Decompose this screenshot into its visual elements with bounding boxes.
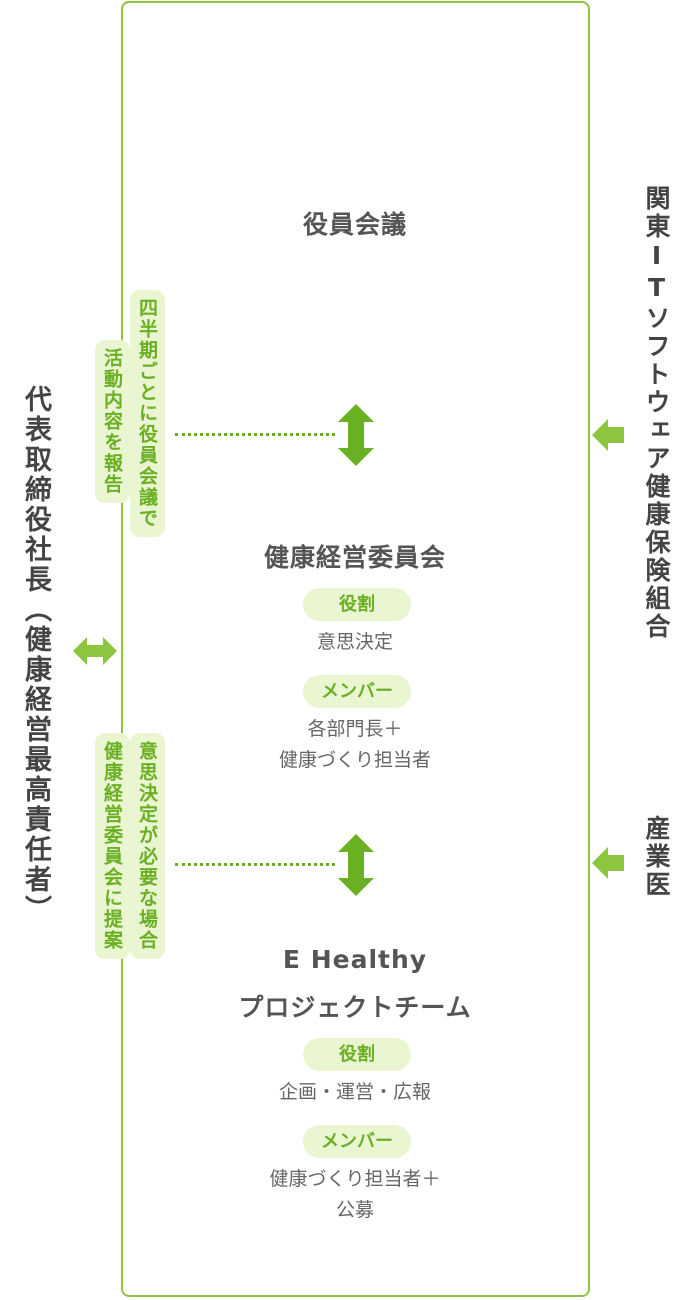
upper-dotted-connector xyxy=(175,433,335,436)
project-title-line2: プロジェクトチーム xyxy=(238,993,472,1022)
committee-member-text: 各部門長＋ 健康づくり担当者 xyxy=(122,714,588,776)
upper-note-line1: 四半期ごとに役員会議で xyxy=(130,290,165,537)
project-title-line1: E Healthy xyxy=(282,945,428,974)
arrow-left-icon xyxy=(592,847,624,879)
right-org-label: 関東ITソフトウェア健康保険組合 xyxy=(642,185,671,641)
right-doctor-label: 産業医 xyxy=(642,815,671,899)
lower-note-line1: 意思決定が必要な場合 xyxy=(130,733,165,959)
double-arrow-horizontal-icon xyxy=(73,637,117,665)
committee-title: 健康経営委員会 xyxy=(263,543,446,572)
project-member-badge: メンバー xyxy=(303,1125,411,1158)
left-title: 代表取締役社長（健康経営最高責任者） xyxy=(20,385,51,925)
lower-dotted-connector xyxy=(175,863,335,866)
committee-member-line1: 各部門長＋ xyxy=(307,718,403,740)
arrow-left-icon xyxy=(592,419,624,451)
committee-member-badge: メンバー xyxy=(303,675,411,708)
project-role-text: 企画・運営・広報 xyxy=(278,1081,431,1103)
double-arrow-vertical-icon xyxy=(338,834,374,896)
project-member-text: 健康づくり担当者＋ 公募 xyxy=(122,1164,588,1226)
organization-frame xyxy=(121,1,590,1297)
project-role-badge: 役割 xyxy=(303,1038,411,1071)
committee-role-text: 意思決定 xyxy=(316,631,393,653)
lower-note-line2: 健康経営委員会に提案 xyxy=(95,733,130,959)
committee-member-line2: 健康づくり担当者 xyxy=(278,749,431,771)
board-title: 役員会議 xyxy=(302,210,407,239)
project-member-line2: 公募 xyxy=(335,1199,374,1221)
committee-role-badge: 役割 xyxy=(303,588,411,621)
project-member-line1: 健康づくり担当者＋ xyxy=(269,1168,441,1190)
upper-note-line2: 活動内容を報告 xyxy=(95,340,130,503)
double-arrow-vertical-icon xyxy=(338,404,374,466)
